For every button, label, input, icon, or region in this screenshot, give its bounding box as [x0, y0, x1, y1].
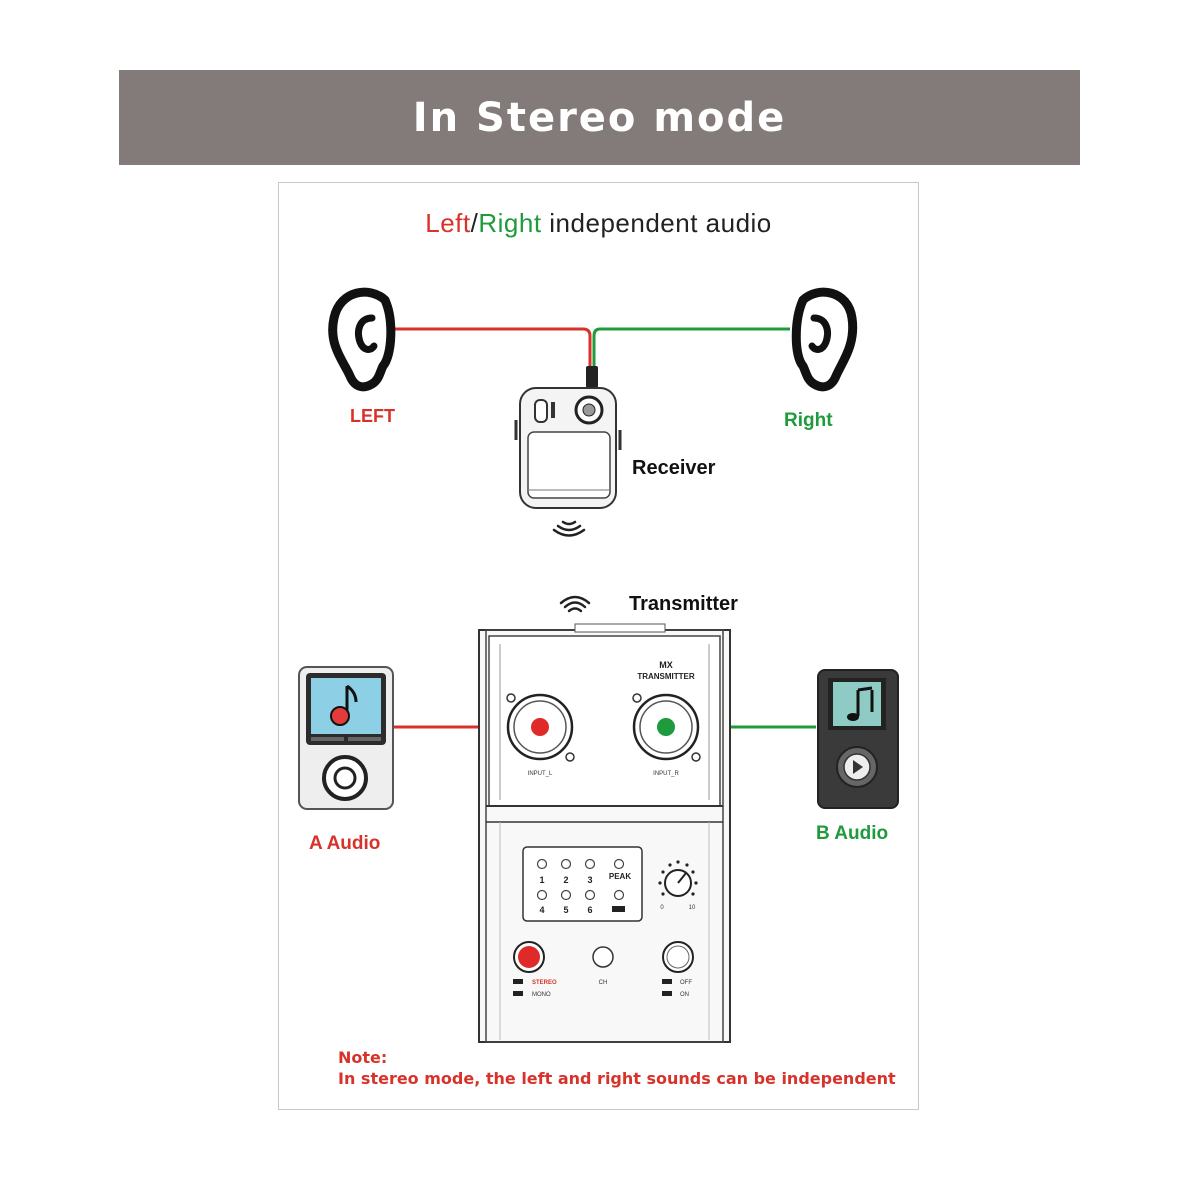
- led-label-4: 4: [539, 905, 544, 915]
- xlr-input-left: [506, 693, 575, 762]
- stereo-mono-button[interactable]: [513, 941, 545, 973]
- mono-marker: [513, 991, 523, 996]
- right-ear-label: Right: [784, 410, 833, 431]
- heading-slash: /: [470, 208, 479, 238]
- transmitter-label: Transmitter: [629, 593, 738, 615]
- knob-min-label: 0: [660, 905, 664, 911]
- receiver-device-icon: [514, 387, 622, 509]
- banner-title: In Stereo mode: [412, 94, 787, 141]
- heading-rest: independent audio: [549, 208, 772, 238]
- note-block: Note: In stereo mode, the left and right…: [338, 1047, 896, 1089]
- knob-max-label: 10: [689, 905, 696, 911]
- receiver-label: Receiver: [632, 457, 716, 479]
- off-label: OFF: [680, 980, 692, 986]
- left-ear-label: LEFT: [350, 406, 395, 426]
- mono-label: MONO: [532, 992, 551, 998]
- led-label-5: 5: [563, 905, 568, 915]
- right-ear-icon: [791, 287, 858, 392]
- channel-button[interactable]: [592, 946, 614, 968]
- right-ear-wire: [592, 327, 790, 370]
- stereo-marker: [513, 979, 523, 984]
- led-panel: [522, 846, 643, 922]
- b-audio-player-icon: [817, 669, 899, 809]
- headphone-plug: [586, 366, 598, 388]
- led-label-3: 3: [587, 875, 592, 885]
- model-line2: TRANSMITTER: [637, 672, 695, 681]
- stereo-label: STEREO: [532, 980, 557, 986]
- off-marker: [662, 979, 672, 984]
- ch-label: CH: [599, 980, 608, 986]
- left-ear-wire: [388, 327, 592, 370]
- on-label: ON: [680, 992, 689, 998]
- power-button[interactable]: [662, 941, 694, 973]
- title-banner: In Stereo mode: [119, 70, 1080, 165]
- model-line1: MX: [659, 660, 673, 670]
- note-title: Note:: [338, 1048, 388, 1067]
- led-label-2: 2: [563, 875, 568, 885]
- on-marker: [662, 991, 672, 996]
- transmitter-signal-icon: [559, 595, 591, 613]
- note-text: In stereo mode, the left and right sound…: [338, 1069, 896, 1088]
- a-audio-label: A Audio: [309, 833, 380, 854]
- led-label-peak: PEAK: [609, 872, 631, 881]
- input-r-label: INPUT_R: [653, 771, 679, 777]
- led-indicators: [536, 858, 625, 901]
- input-l-label: INPUT_L: [528, 771, 553, 777]
- led-label-6: 6: [587, 905, 592, 915]
- diagram-heading: Left/Right independent audio: [278, 208, 919, 239]
- b-audio-label: B Audio: [816, 823, 888, 844]
- led-label-1: 1: [539, 875, 544, 885]
- left-ear-icon: [328, 287, 396, 392]
- a-audio-player-icon: [298, 666, 394, 810]
- xlr-input-right: [632, 693, 701, 762]
- heading-left: Left: [425, 208, 471, 238]
- heading-right: Right: [478, 208, 542, 238]
- battery-icon: [612, 906, 625, 912]
- volume-knob: [658, 860, 698, 897]
- receiver-signal-icon: [552, 520, 586, 537]
